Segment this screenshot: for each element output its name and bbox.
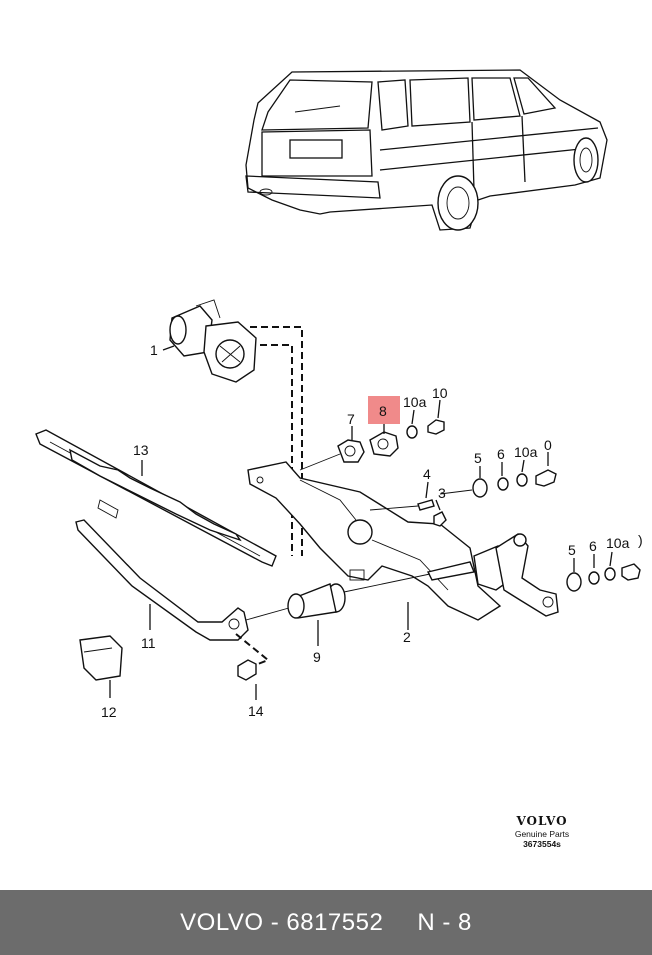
- callout-11: 11: [141, 635, 156, 651]
- callout-10a-right: 10a: [606, 535, 630, 551]
- diagram-code: 3673554s: [523, 839, 561, 849]
- fastener-row-right: [566, 563, 641, 592]
- callout-5-right: 5: [568, 542, 576, 558]
- cap: [79, 635, 123, 681]
- washer-10a-top: [406, 425, 418, 439]
- callout-0: 0: [544, 437, 552, 453]
- fastener-row-middle: [439, 469, 557, 498]
- footer-reference: N - 8: [417, 908, 472, 936]
- callout-7: 7: [347, 411, 355, 427]
- callout-1: 1: [150, 342, 158, 358]
- brand-block: VOLVO Genuine Parts 3673554s: [492, 814, 592, 849]
- highlight-box: [368, 396, 400, 424]
- bracket: [247, 461, 502, 621]
- callout-13: 13: [133, 442, 149, 458]
- callout-12: 12: [101, 704, 117, 720]
- car-illustration: [245, 69, 608, 231]
- footer-bar: VOLVO - 6817552 N - 8: [0, 890, 652, 955]
- wiper-blade: [35, 429, 277, 567]
- callout-6-middle: 6: [497, 446, 505, 462]
- brand-name: VOLVO: [516, 814, 568, 828]
- nut-3: [433, 511, 447, 527]
- nut-14: [237, 659, 257, 681]
- callout-6-right: 6: [589, 538, 597, 554]
- sleeve: [287, 583, 346, 619]
- brand-subtitle: Genuine Parts: [514, 829, 570, 839]
- wiper-arm: [75, 519, 249, 641]
- nut-10-top: [427, 419, 445, 435]
- callout-5-middle: 5: [474, 450, 482, 466]
- bushing-8: [369, 431, 399, 457]
- callout-14: 14: [248, 703, 264, 719]
- parts-diagram: 1 2 3 4 5 6 10a 0 7 8 10a 10 5 6 10a ) 9…: [35, 69, 643, 720]
- callout-4: 4: [423, 466, 431, 482]
- drive-shaft: [426, 533, 559, 617]
- callout-paren: ): [638, 532, 643, 548]
- wiper-motor: [169, 299, 257, 383]
- callout-9: 9: [313, 649, 321, 665]
- callout-8: 8: [379, 403, 387, 419]
- footer-part-number: VOLVO - 6817552: [180, 908, 384, 936]
- callout-10a-top: 10a: [403, 394, 427, 410]
- screw-4: [417, 499, 435, 511]
- callout-3: 3: [438, 485, 446, 501]
- grommet-7: [337, 439, 365, 463]
- callout-10a-middle: 10a: [514, 444, 538, 460]
- callout-10: 10: [432, 385, 448, 401]
- callout-2: 2: [403, 629, 411, 645]
